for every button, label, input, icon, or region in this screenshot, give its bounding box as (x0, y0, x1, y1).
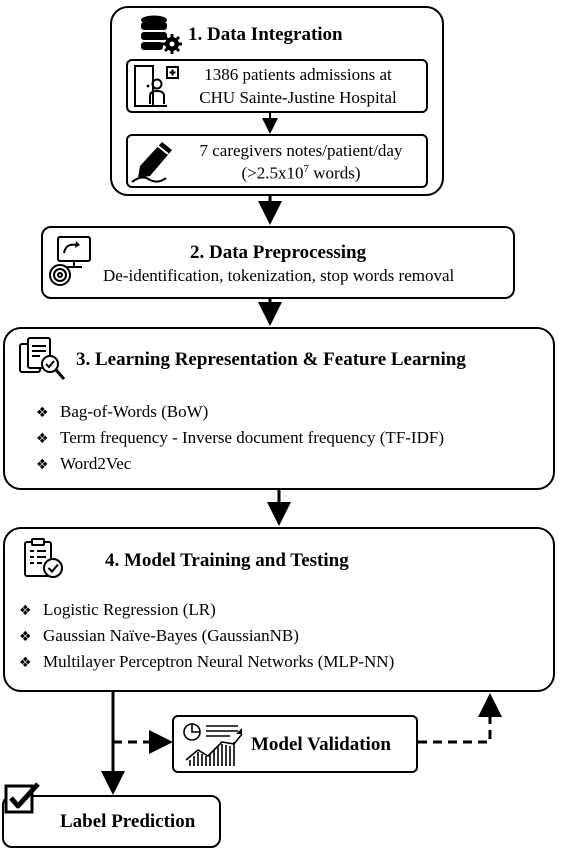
pen-writing-icon (131, 142, 172, 183)
bullet-diamond-icon: ❖ (36, 431, 49, 447)
list-item: ❖Word2Vec (36, 451, 444, 477)
stage3-title: 3. Learning Representation & Feature Lea… (76, 349, 466, 370)
stage-learning-representation (3, 327, 555, 490)
caregiver-notes-box (126, 134, 428, 188)
stage-data-preprocessing (41, 226, 515, 299)
stage2-description: De-identification, tokenization, stop wo… (103, 266, 455, 285)
label-prediction-box (2, 795, 221, 848)
list-item: ❖Logistic Regression (LR) (19, 597, 394, 623)
notes-exponent: 7 (303, 163, 310, 175)
admissions-line2: CHU Sainte-Justine Hospital (199, 88, 397, 107)
bullet-diamond-icon: ❖ (36, 457, 49, 473)
bullet-diamond-icon: ❖ (19, 603, 32, 619)
arrow-validation-feedback (418, 693, 502, 744)
bullet-diamond-icon: ❖ (19, 655, 32, 671)
model-validation-label: Model Validation (251, 734, 391, 755)
notes-line1: 7 caregivers notes/patient/day (199, 141, 403, 160)
clipboard-checklist-icon (24, 538, 63, 578)
bullet-diamond-icon: ❖ (36, 405, 49, 421)
stage4-title: 4. Model Training and Testing (105, 550, 349, 571)
list-item: ❖Multilayer Perceptron Neural Networks (… (19, 649, 394, 675)
label-prediction-label: Label Prediction (60, 811, 196, 832)
model-list: ❖Logistic Regression (LR) ❖Gaussian Naïv… (19, 597, 394, 675)
list-item: ❖Gaussian Naïve-Bayes (GaussianNB) (19, 623, 394, 649)
checkbox-check-icon (4, 782, 40, 814)
analytics-chart-icon (183, 723, 243, 766)
model-validation-box (172, 715, 418, 773)
admissions-line1: 1386 patients admissions at (204, 65, 392, 84)
bullet-diamond-icon: ❖ (19, 629, 32, 645)
database-gear-icon (141, 15, 182, 54)
list-item: ❖Bag-of-Words (BoW) (36, 399, 444, 425)
list-item: ❖Term frequency - Inverse document frequ… (36, 425, 444, 451)
monitor-disc-icon (49, 236, 91, 286)
stage2-title: 2. Data Preprocessing (190, 242, 367, 263)
stage1-title: 1. Data Integration (188, 24, 343, 45)
feature-method-list: ❖Bag-of-Words (BoW) ❖Term frequency - In… (36, 399, 444, 477)
hospital-door-patient-icon (134, 65, 179, 107)
stage-model-training (3, 527, 555, 692)
notes-line2: (>2.5x107 words) (241, 163, 361, 183)
document-search-icon (19, 337, 66, 380)
